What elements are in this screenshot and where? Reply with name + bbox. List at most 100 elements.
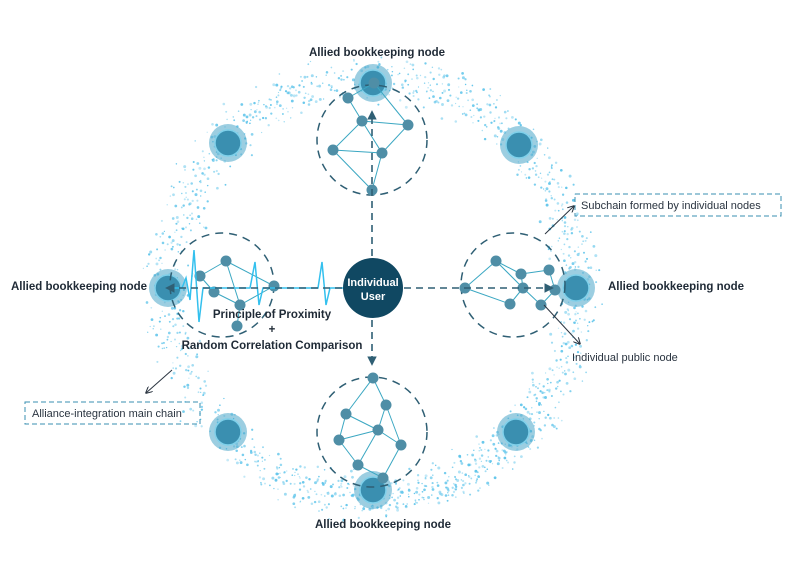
ring-particle — [194, 140, 196, 142]
ring-particle — [579, 364, 581, 367]
ring-particle — [260, 483, 263, 486]
ring-particle — [204, 191, 206, 193]
ring-particle — [440, 117, 444, 120]
ring-particle — [292, 468, 294, 470]
ring-particle — [458, 86, 460, 88]
label-right-node: Allied bookkeeping node — [608, 281, 744, 293]
ring-particle — [471, 104, 475, 107]
ring-particle — [446, 99, 450, 102]
ring-particle — [161, 310, 163, 312]
ring-particle — [268, 106, 271, 110]
ring-particle — [427, 496, 431, 499]
ring-particle — [142, 267, 145, 270]
ring-particle — [258, 118, 262, 121]
ring-particle — [323, 503, 326, 506]
ring-particle — [556, 366, 558, 368]
ring-particle — [395, 502, 399, 505]
principle-line2: Random Correlation Comparison — [182, 340, 363, 352]
ring-particle — [424, 62, 427, 65]
ring-particle — [459, 456, 462, 459]
ring-particle — [482, 88, 485, 91]
ring-particle — [563, 332, 567, 336]
ring-particle — [425, 485, 428, 488]
ring-particle — [275, 83, 279, 87]
ring-particle — [486, 103, 489, 106]
ring-particle — [186, 216, 189, 220]
ring-particle — [460, 479, 463, 481]
ring-particle — [157, 345, 160, 348]
ring-particle — [350, 68, 353, 71]
ring-particle — [543, 391, 546, 394]
ring-particle — [556, 182, 560, 185]
ring-particle — [550, 250, 552, 252]
ring-particle — [574, 313, 577, 316]
ring-particle — [413, 492, 416, 495]
ring-particle — [550, 166, 553, 168]
ring-particle — [440, 68, 443, 71]
ring-particle — [484, 470, 487, 473]
ring-particle — [178, 180, 181, 183]
ring-particle — [240, 446, 243, 449]
ring-particle — [232, 116, 235, 118]
ring-particle — [216, 186, 219, 190]
ring-particle — [206, 177, 210, 181]
ring-particle — [249, 451, 253, 454]
ring-particle — [189, 372, 192, 375]
ring-particle — [177, 317, 181, 320]
ring-particle — [562, 393, 565, 396]
ring-particle — [264, 105, 268, 108]
ring-particle — [569, 347, 571, 349]
ring-particle — [190, 217, 194, 220]
ring-particle — [573, 321, 576, 324]
ring-particle — [560, 345, 563, 348]
ring-particle — [269, 104, 272, 106]
subchain-node — [234, 299, 246, 311]
ring-particle — [445, 74, 449, 78]
ring-particle — [200, 401, 204, 405]
ring-particle — [279, 472, 281, 475]
ring-particle — [457, 77, 460, 80]
ring-particle — [388, 503, 392, 507]
ring-particle — [282, 482, 286, 486]
ring-particle — [175, 216, 179, 219]
ring-particle — [551, 423, 554, 427]
ring-particle — [435, 99, 438, 103]
ring-particle — [275, 96, 278, 99]
ring-particle — [544, 199, 548, 202]
ring-particle — [245, 115, 249, 119]
ring-particle — [495, 449, 499, 453]
ring-particle — [170, 248, 172, 250]
ring-particle — [302, 85, 305, 88]
ring-particle — [161, 232, 165, 235]
ring-particle — [583, 318, 586, 321]
ring-particle — [550, 197, 553, 200]
ring-particle — [488, 460, 491, 463]
ring-particle — [306, 75, 309, 78]
ring-particle — [165, 346, 168, 349]
ring-particle — [277, 488, 279, 490]
ring-particle — [431, 485, 434, 489]
ring-particle — [421, 490, 424, 493]
ring-particle — [273, 487, 275, 490]
ring-particle — [263, 458, 266, 461]
ring-particle — [595, 281, 598, 284]
ring-particle — [162, 341, 165, 344]
ring-particle — [441, 91, 444, 94]
ring-particle — [594, 254, 598, 258]
ring-particle — [199, 181, 202, 184]
ring-particle — [282, 108, 284, 110]
ring-particle — [488, 484, 490, 487]
ring-particle — [563, 243, 566, 246]
ring-particle — [416, 474, 420, 477]
ring-particle — [429, 84, 431, 86]
ring-particle — [417, 86, 420, 88]
ring-particle — [565, 361, 569, 364]
ring-particle — [553, 349, 556, 353]
ring-particle — [441, 83, 444, 85]
ring-particle — [207, 370, 209, 373]
ring-particle — [486, 481, 490, 485]
ring-particle — [577, 327, 580, 330]
ring-particle — [329, 88, 333, 91]
ring-particle — [224, 183, 227, 186]
